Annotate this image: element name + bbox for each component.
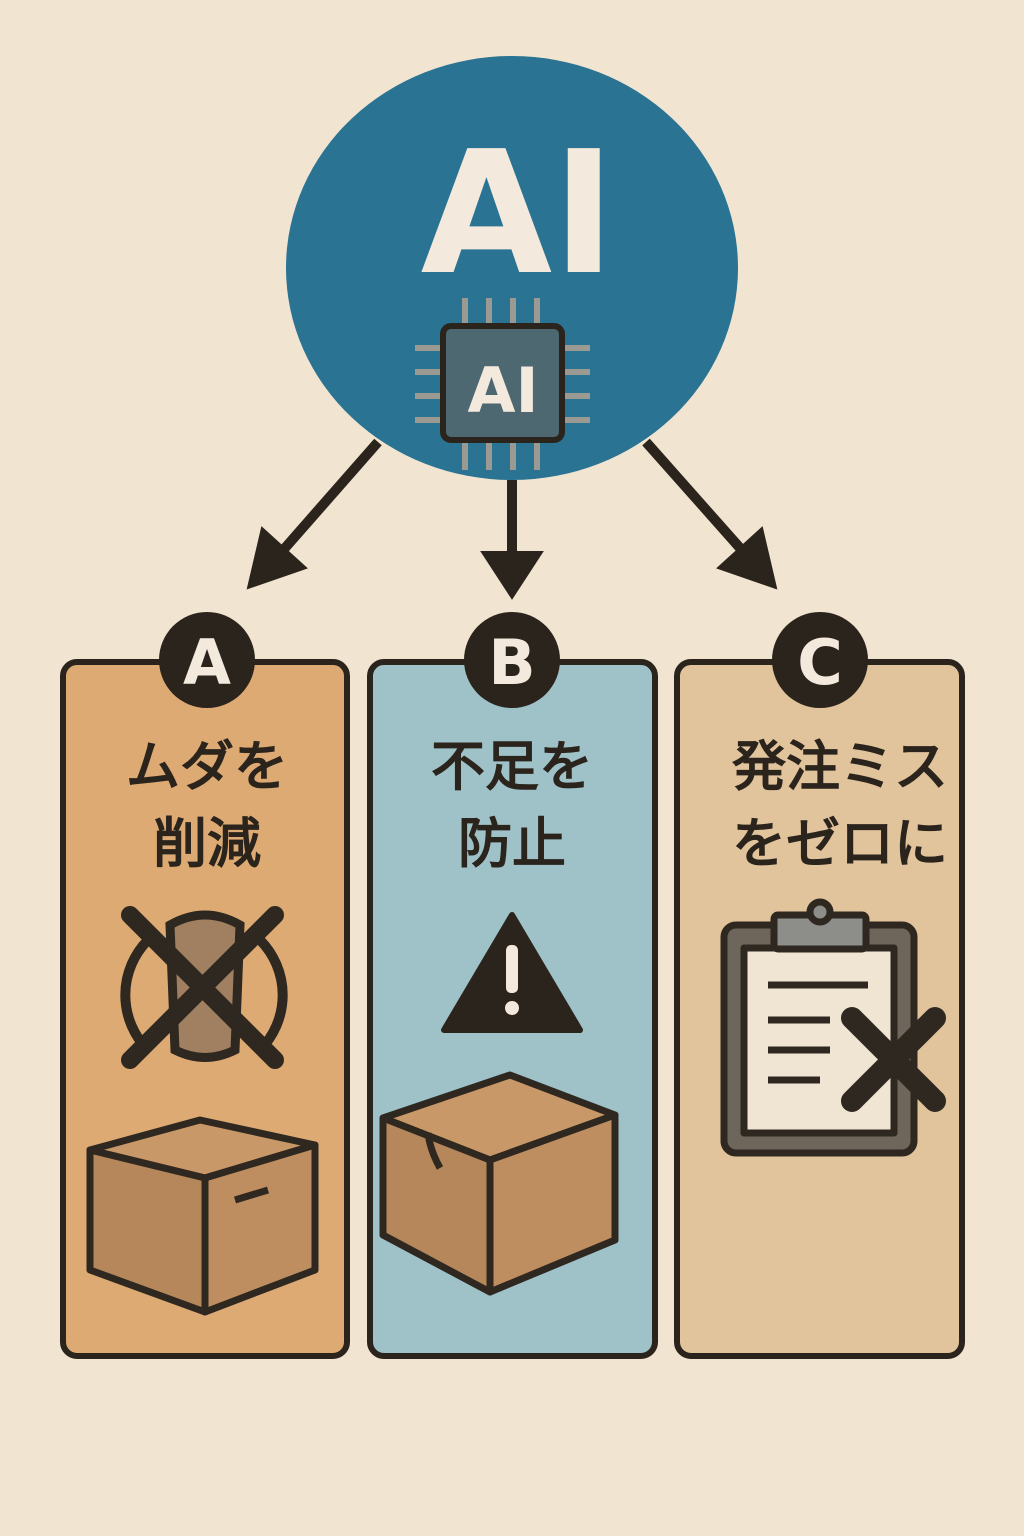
- chip-label: AI: [467, 354, 538, 427]
- panel-c-line2: をゼロに: [732, 812, 948, 875]
- ai-hub: AI AI: [286, 56, 738, 480]
- prohibited-trash-icon: [120, 906, 288, 1069]
- box-icon-b: [379, 1071, 619, 1296]
- clipboard-error-icon: [720, 898, 946, 1157]
- hub-title: AI: [421, 115, 616, 313]
- panel-c: C 発注ミス をゼロに: [674, 612, 965, 1359]
- warning-icon: [441, 912, 583, 1033]
- arrows: [246, 438, 778, 600]
- panel-b-line1: 不足を: [431, 735, 593, 798]
- badge-b: B: [488, 626, 535, 699]
- badge-a: A: [183, 626, 231, 699]
- panel-b: B 不足を 防止: [367, 612, 658, 1359]
- panel-c-line1: 発注ミス: [732, 735, 948, 798]
- panel-b-line2: 防止: [458, 812, 566, 875]
- panel-a: A ムダを 削減: [60, 612, 350, 1359]
- arrow-c: [642, 438, 744, 552]
- box-icon-a: [86, 1116, 319, 1316]
- badge-c: C: [797, 626, 843, 699]
- arrow-a: [281, 438, 382, 552]
- chip-icon: [415, 298, 590, 470]
- panel-a-line1: ムダを: [126, 735, 288, 798]
- panel-a-line2: 削減: [153, 812, 261, 875]
